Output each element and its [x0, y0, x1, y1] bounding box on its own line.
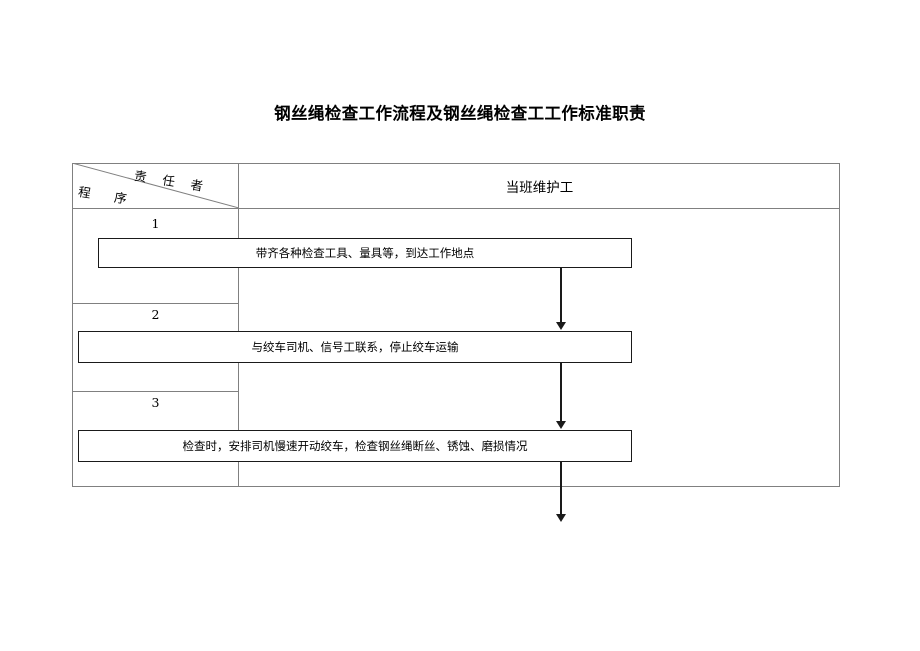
table-header-column-1: 当班维护工 [505, 179, 574, 196]
process-box-1: 带齐各种检查工具、量具等，到达工作地点 [98, 238, 632, 268]
arrow-stem [560, 462, 562, 515]
flowchart-table-frame [72, 163, 840, 487]
step-number-2: 2 [151, 307, 160, 322]
arrow-head-icon [555, 514, 566, 522]
process-box-3: 检查时，安排司机慢速开动绞车，检查钢丝绳断丝、锈蚀、磨损情况 [78, 430, 632, 462]
table-row-rule-2 [72, 303, 239, 304]
step-number-1: 1 [151, 216, 160, 231]
table-corner-header: 责 任 者 程 序 [72, 163, 239, 208]
table-row-rule-3 [72, 391, 239, 392]
step-number-3: 3 [151, 395, 160, 410]
diagonal-split-line [72, 163, 239, 208]
table-column-divider [238, 163, 239, 487]
page-title: 钢丝绳检查工作流程及钢丝绳检查工工作标准职责 [274, 104, 646, 123]
table-header-rule [72, 208, 840, 209]
arrow-head-icon [555, 421, 566, 429]
process-box-2: 与绞车司机、信号工联系，停止绞车运输 [78, 331, 632, 363]
arrow-head-icon [555, 322, 566, 330]
arrow-stem [560, 268, 562, 323]
arrow-stem [560, 363, 562, 422]
